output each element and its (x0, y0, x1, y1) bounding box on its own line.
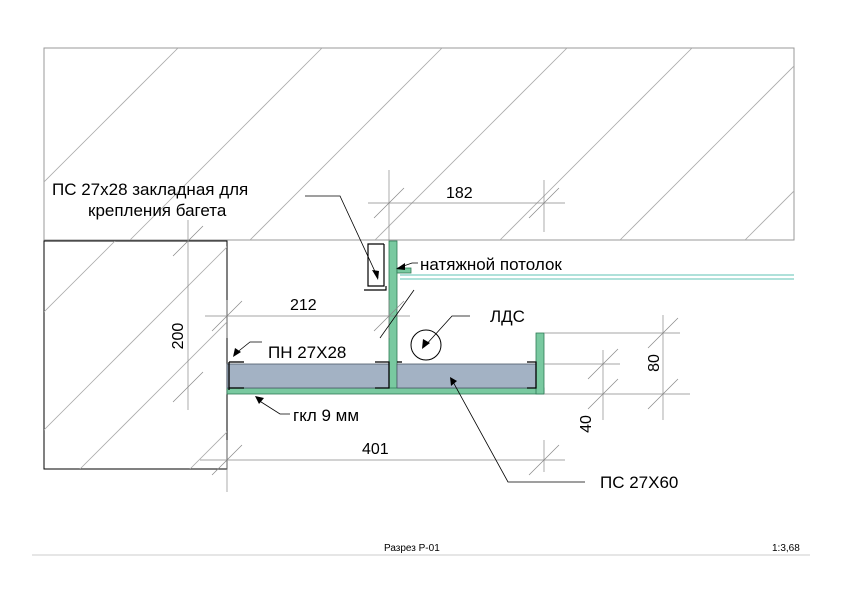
dim-212: 212 (290, 297, 317, 314)
stretch-ceiling-film (400, 274, 794, 280)
label-ps-embedded-line2: крепления багета (88, 201, 227, 220)
sheet-title: Разрез Р-01 (384, 543, 440, 554)
slab-hatching (44, 48, 794, 240)
label-pn-profile: ПН 27Х28 (268, 343, 346, 362)
wall-hatching (44, 241, 227, 469)
label-ps-embedded-line1: ПС 27х28 закладная для (52, 180, 248, 199)
label-stretch-ceiling: натяжной потолок (420, 255, 562, 274)
label-drywall: гкл 9 мм (293, 406, 359, 425)
dim-401: 401 (362, 441, 389, 458)
board-brackets (228, 361, 537, 390)
label-ps-profile: ПС 27Х60 (600, 473, 678, 492)
label-lamp: ЛДС (490, 307, 525, 326)
dim-80: 80 (646, 354, 663, 372)
gypsum-board (226, 363, 537, 389)
sheet-scale: 1:3,68 (772, 543, 800, 554)
concrete-slab (43, 47, 795, 241)
leader-arrowheads (233, 263, 457, 404)
embedded-ps-profile (364, 243, 387, 291)
leader-lines (234, 195, 585, 483)
dimension-lines (172, 170, 690, 492)
dim-200: 200 (170, 323, 187, 350)
dim-182: 182 (446, 185, 473, 202)
wall-block (43, 240, 228, 470)
dim-40: 40 (578, 415, 595, 433)
